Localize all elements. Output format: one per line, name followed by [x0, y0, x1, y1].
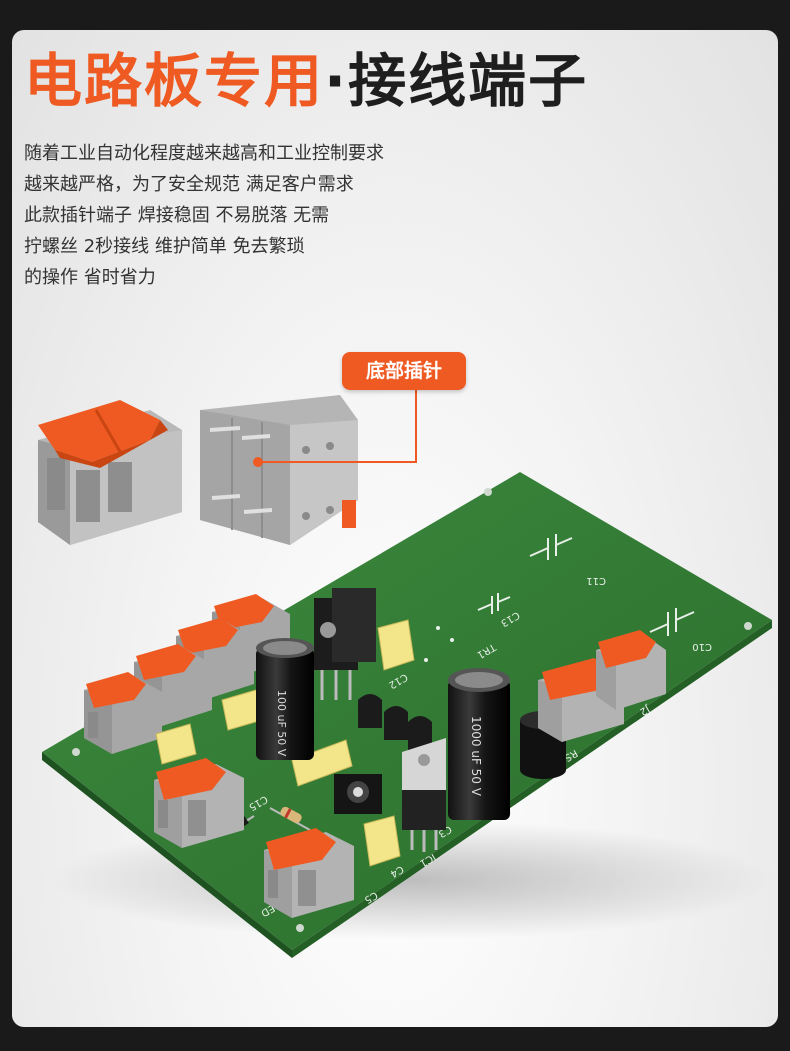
title-highlight: 电路板专用: [24, 47, 325, 115]
description-line: 随着工业自动化程度越来越高和工业控制要求: [24, 143, 384, 164]
potentiometer: [334, 774, 382, 814]
silk-label: C10: [692, 641, 712, 652]
description-line: 拧螺丝 2秒接线 维护简单 免去繁琐: [24, 236, 305, 257]
title-separator: ·: [324, 47, 349, 115]
description-line: 此款插针端子 焊接稳固 不易脱落 无需: [24, 205, 330, 226]
film-capacitors: [155, 619, 415, 867]
voltage-regulator: [402, 738, 446, 852]
product-description: 随着工业自动化程度越来越高和工业控制要求 越来越严格，为了安全规范 满足客户需求…: [24, 138, 384, 293]
board-terminal-front: [154, 758, 354, 918]
capacitor-100uf: 100 uF 50 V: [256, 638, 314, 760]
silk-label: C11: [586, 575, 606, 586]
resistor: [269, 806, 311, 831]
board-terminal-right: [538, 630, 666, 742]
terminal-block-bottom: [200, 395, 358, 545]
description-line: 的操作 省时省力: [24, 267, 156, 288]
capacitor-1000uf: 1000 uF 50 V: [448, 668, 510, 820]
terminal-block-front: [38, 400, 182, 545]
board-terminal-row: [84, 594, 290, 754]
description-line: 越来越严格，为了安全规范 满足客户需求: [24, 174, 354, 195]
capacitor-label-small: 100 uF 50 V: [275, 690, 288, 757]
capacitor-label-large: 1000 uF 50 V: [469, 716, 483, 797]
silk-label: J2: [638, 702, 652, 717]
bottom-pin-callout: 底部插针: [342, 352, 466, 390]
page-title: 电路板专用·接线端子: [24, 46, 588, 116]
transistor-to220: [314, 588, 376, 700]
title-main: 接线端子: [348, 47, 589, 115]
callout-connector: [253, 390, 417, 467]
small-transistors: [358, 694, 432, 750]
